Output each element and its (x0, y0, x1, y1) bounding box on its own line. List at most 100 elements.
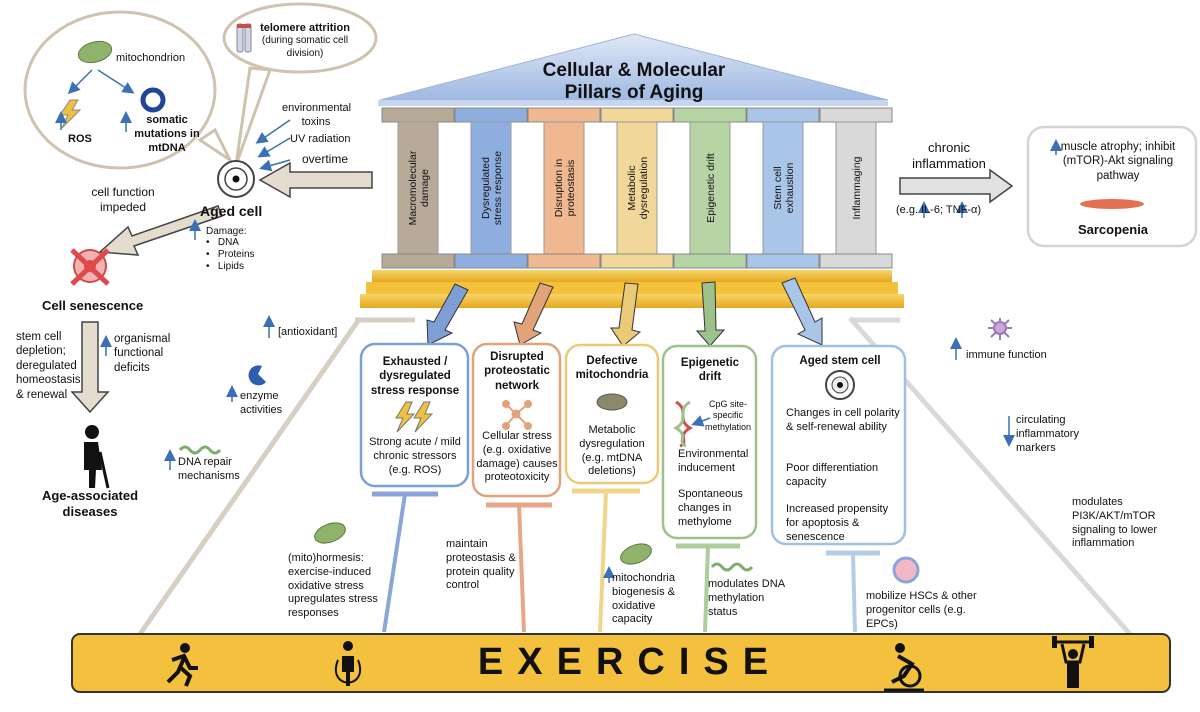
pillar-label: Disruption inproteostasis (553, 159, 577, 218)
pillar-base (673, 253, 747, 269)
pillar-base (600, 253, 674, 269)
somatic-mutations-label: somatic mutations in mtDNA (134, 114, 200, 154)
pillar-shaft (762, 121, 804, 255)
box-frame-epigenetic (661, 344, 758, 540)
pillar-capital (819, 107, 893, 123)
environmental-toxins-label: environmental toxins (282, 102, 352, 128)
aged-cell-label: Aged cell (200, 203, 263, 219)
pillar-arrows (426, 277, 823, 347)
ros-icon (413, 401, 434, 433)
box-stress-title: Exhausted / dysregulated stress response (370, 356, 460, 397)
pillar-label: Epigenetic drift (705, 153, 717, 223)
box-stemcell-title: Aged stem cell (799, 355, 881, 367)
pillar-label: Dysregulatedstress response (480, 151, 504, 225)
box-frame-mito (564, 343, 660, 485)
stem-cell-depletion-label: stem cell depletion; deregulated homeost… (16, 331, 81, 401)
pillar-label: Stem cellexhaustion (772, 162, 796, 213)
mitohormesis-label: (mito)hormesis: exercise-induced oxidati… (288, 552, 378, 619)
box-stress-body: Strong acute / mild chronic stressors (e… (369, 436, 461, 476)
senescent-cell-icon (70, 248, 110, 286)
pillar-label: Macromoleculardamage (407, 150, 431, 225)
box-epigenetic-body1: Environmental inducement (678, 448, 749, 474)
dna-helix-icon (672, 400, 694, 448)
pillar-base (454, 253, 528, 269)
ros-label: ROS (68, 133, 92, 145)
damage-item-proteins: • Proteins (206, 249, 255, 260)
pillar-capital (673, 107, 747, 123)
box-stemcell-body3: Increased propensity for apoptosis & sen… (786, 503, 889, 543)
box-proteostasis-body: Cellular stress (e.g. oxidative damage) … (476, 430, 558, 484)
box-stemcell-body1: Changes in cell polarity & self-renewal … (786, 407, 900, 433)
box-frame-stress (359, 342, 470, 488)
enzyme-icon (248, 365, 266, 386)
box-stemcell-body2: Poor differentiation capacity (786, 462, 879, 488)
pillar-capital (600, 107, 674, 123)
immune-cell-icon (988, 318, 1012, 340)
pillar-base (527, 253, 601, 269)
methylation-icon (710, 562, 754, 572)
dna-repair-icon (178, 445, 222, 455)
diagram-title-line1: Cellular & Molecular (542, 60, 726, 81)
arrow-to-diseases (70, 321, 110, 414)
jump-rope-icon (335, 641, 361, 686)
weightlifting-icon (1052, 636, 1094, 688)
pillar-shaft (470, 121, 512, 255)
running-icon (166, 643, 198, 687)
dna-methylation-label: modulates DNA methylation status (708, 578, 785, 618)
cell-senescence-label: Cell senescence (42, 298, 144, 313)
box-epigenetic-cpg: CpG site-specific methylation (704, 399, 752, 432)
muscle-atrophy-label: muscle atrophy; inhibit (mTOR)-Akt signa… (1060, 141, 1176, 182)
telomere-attrition-label: telomere attrition (260, 22, 350, 34)
antioxidant-label: [antioxidant] (278, 326, 338, 338)
aged-cell-bubble (23, 2, 378, 198)
overtime-label: overtime (302, 152, 349, 166)
pillar-base (746, 253, 820, 269)
temple-architrave (378, 100, 888, 106)
arrow-to-aged-cell (258, 161, 373, 199)
proteostasis-effect-label: maintain proteostasis & protein quality … (446, 538, 516, 592)
box-frame-stemcell (770, 344, 907, 546)
protein-network-icon (502, 400, 532, 430)
pillar-capital (527, 107, 601, 123)
temple-base-top (372, 270, 892, 282)
arrow-to-senescence (98, 205, 223, 256)
cycling-icon (884, 643, 924, 692)
circulating-markers-label: circulating inflammatory markers (1016, 414, 1079, 454)
box-epigenetic-body2: Spontaneous changes in methylome (678, 488, 743, 528)
box-mito-body: Metabolic dysregulation (e.g. mtDNA dele… (579, 424, 645, 478)
pillar-base (819, 253, 893, 269)
mito-biogenesis-label: mitochondria biogenesis & oxidative capa… (612, 572, 675, 626)
progenitor-cell-icon (892, 556, 920, 584)
sarcopenia-label: Sarcopenia (1077, 222, 1149, 237)
diagram-title-line2: Pillars of Aging (564, 82, 704, 103)
damage-item-dna: • DNA (206, 237, 239, 248)
mitochondrion-icon (596, 393, 628, 411)
immune-function-label: immune function (966, 349, 1047, 361)
mitochondrion-label: mitochondrion (116, 52, 186, 64)
pillar-capital (454, 107, 528, 123)
pillars: Macromoleculardamage Dysregulatedstress r… (381, 107, 893, 269)
pillar-shaft (616, 121, 658, 255)
box-epigenetic-title: Epigenetic drift (680, 357, 740, 384)
chronic-inflammation-label: chronic inflammation (912, 140, 986, 172)
organismal-deficits-label: organismal functional deficits (114, 333, 171, 374)
box-mito-title: Defective mitochondria (575, 355, 649, 382)
mito-biogenesis-icon (620, 543, 652, 565)
telomere-sub-label: (during somatic cell division) (261, 35, 349, 59)
enzyme-activities-label: enzyme activities (240, 390, 283, 416)
pillar-shaft (835, 121, 877, 255)
muscle-icon (1080, 199, 1144, 209)
box-proteostasis-title: Disrupted proteostatic network (484, 351, 550, 392)
pi3k-label: modulates PI3K/AKT/mTOR signaling to low… (1072, 496, 1157, 550)
pillar-label: Inflammaging (851, 156, 863, 219)
pillar-label: Metabolicdysregulation (626, 157, 650, 220)
sarcopenia-box (1026, 125, 1198, 248)
uv-radiation-label: UV radiation (290, 133, 351, 145)
dna-repair-label: DNA repair mechanisms (178, 456, 240, 482)
elderly-person-icon (84, 425, 110, 489)
exercise-label: EXERCISE (477, 641, 783, 683)
hscs-label: mobilize HSCs & other progenitor cells (… (866, 590, 977, 630)
cell-function-label: cell function impeded (91, 185, 155, 214)
